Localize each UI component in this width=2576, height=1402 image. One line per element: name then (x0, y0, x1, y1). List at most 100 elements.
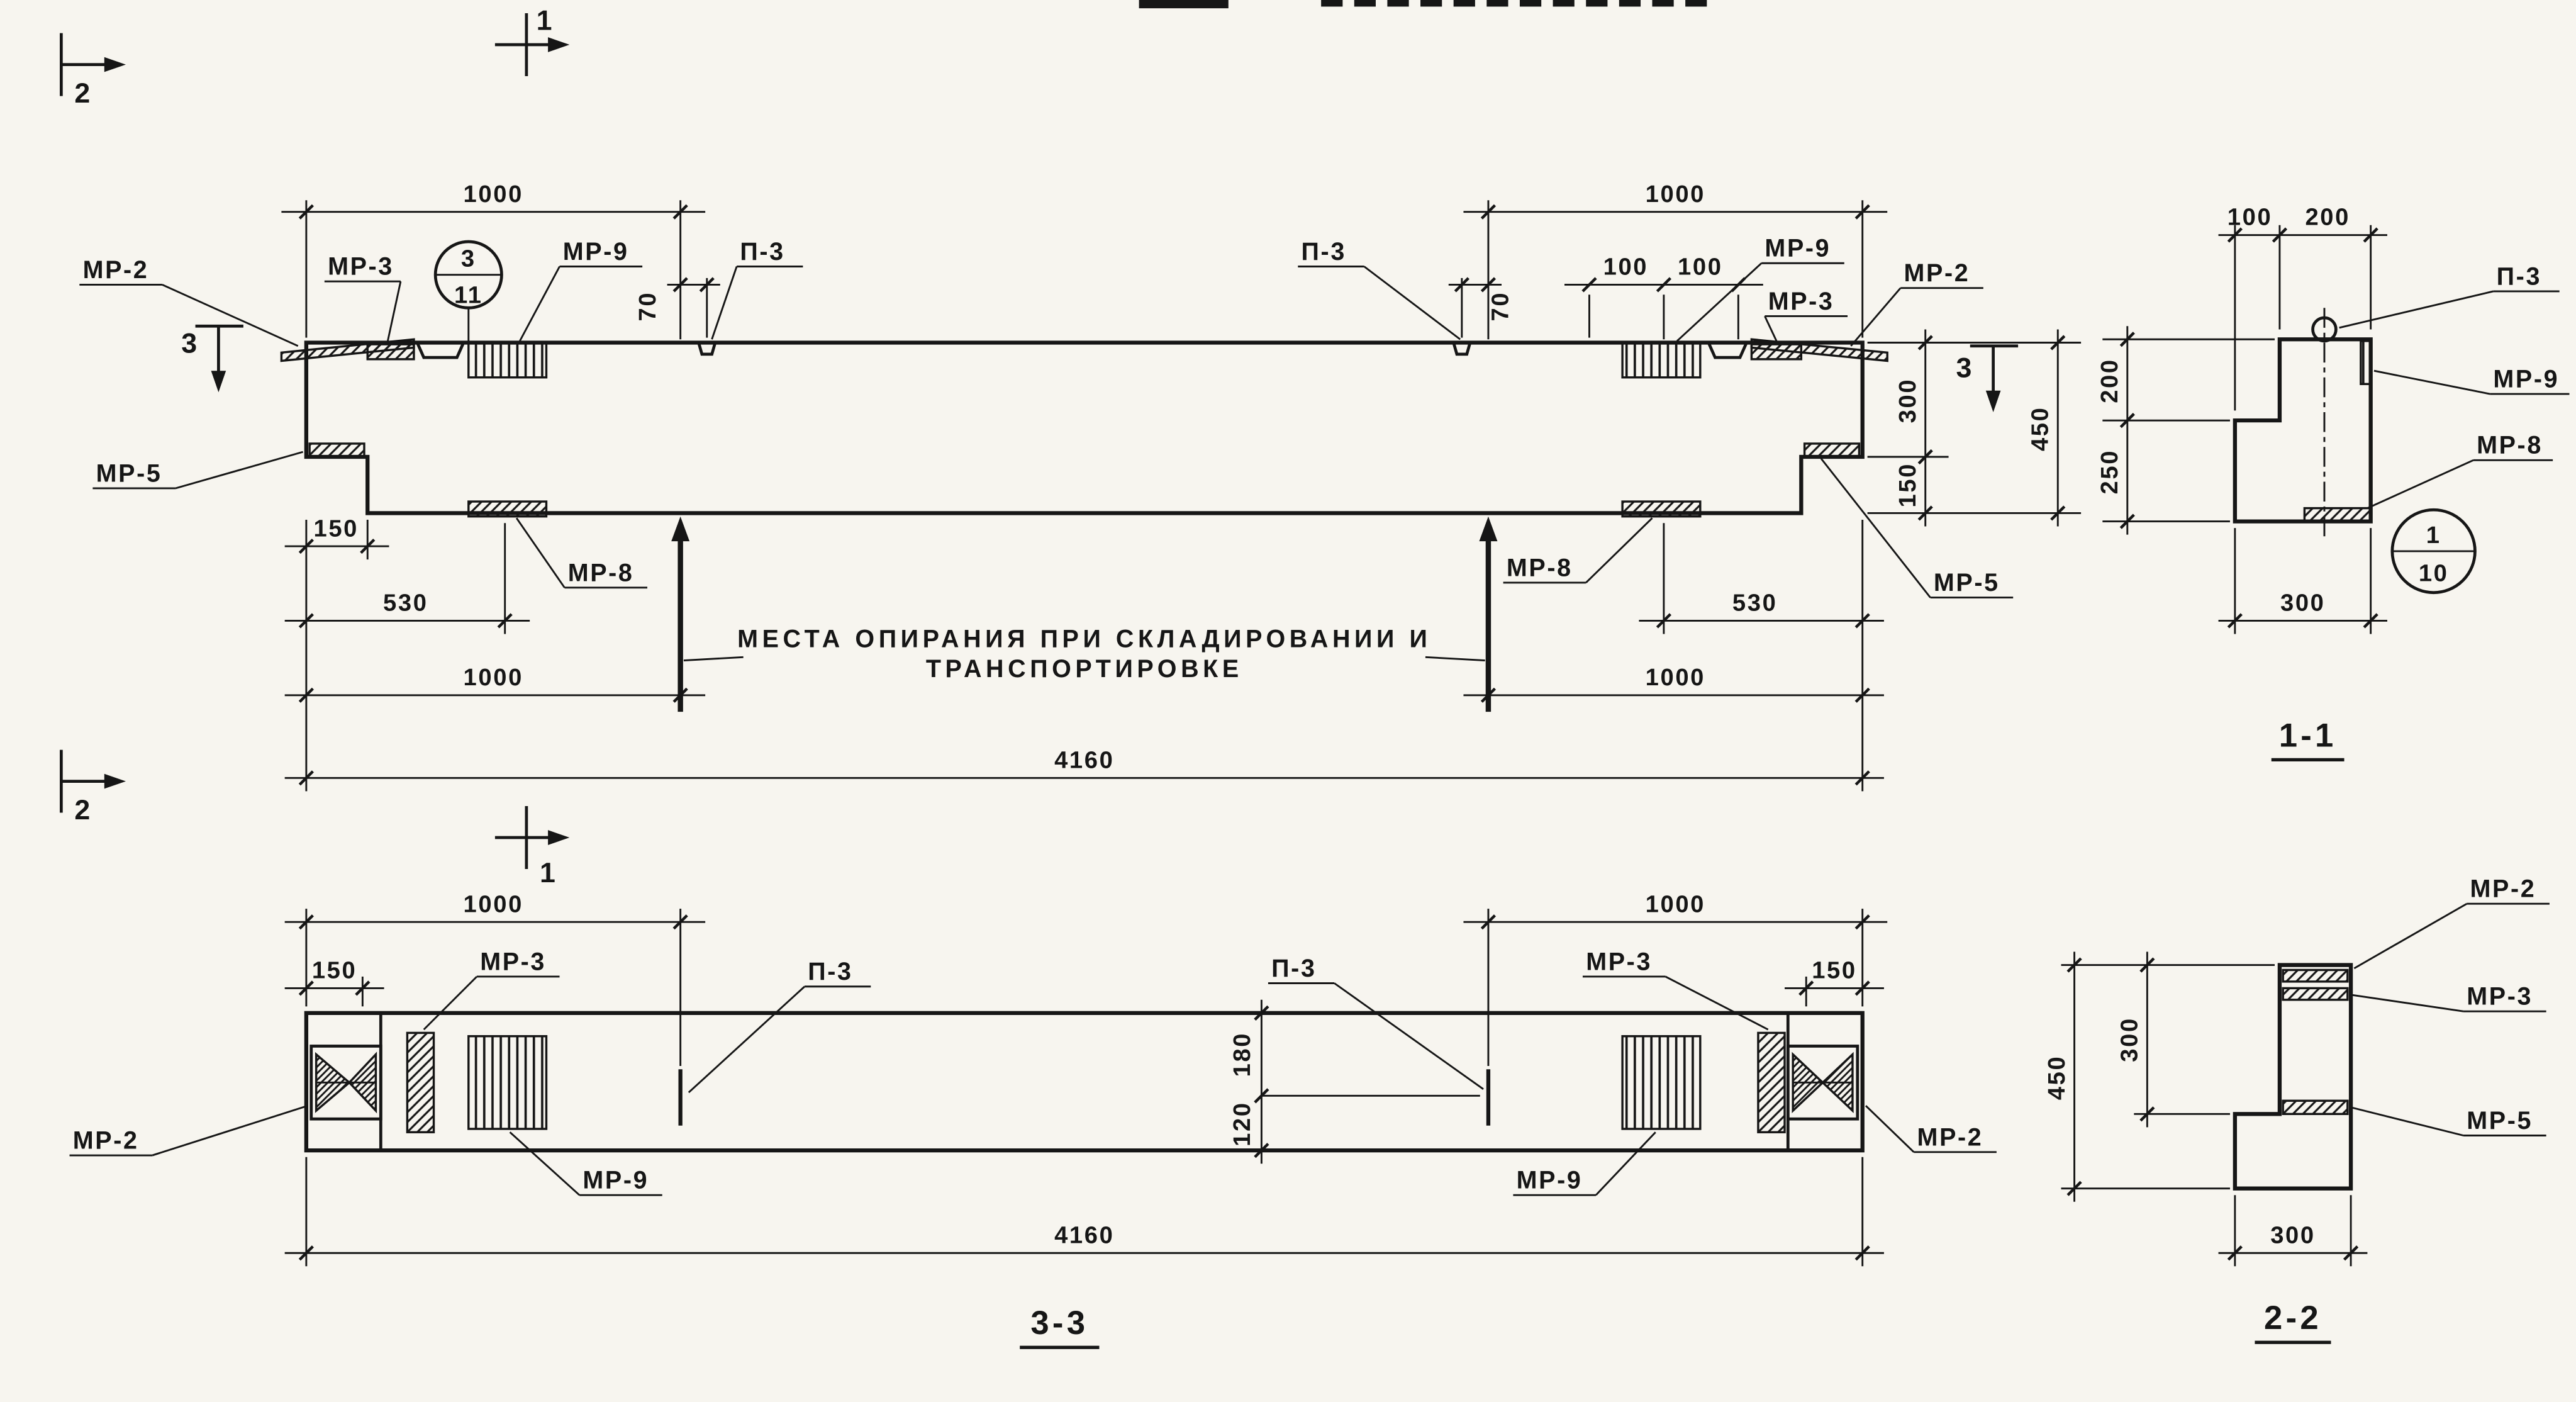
plan-dimensions: 1000 1000 150 150 180 120 4160 (284, 890, 1888, 1267)
plan-callouts: МР-3 П-3 П-3 МР-3 МР-2 МР-9 (69, 948, 1997, 1196)
mr8-strip-right (1621, 500, 1702, 518)
callout-mr2-right: МР-2 (1850, 259, 1983, 347)
mr8-strip (2303, 507, 2372, 523)
section-1-1-view: 100 200 200 250 300 П-3 МР-9 (2096, 204, 2570, 762)
plan-outline (304, 1011, 1865, 1153)
top-notch-right (1707, 342, 1748, 359)
cut-marker-1-top: 1 (494, 5, 570, 77)
callout-text: МР-5 (1934, 569, 2000, 597)
callout-text: МР-3 (2467, 983, 2533, 1011)
view-title-2-2: 2-2 (2264, 1299, 2322, 1337)
mr2-anchor-right (1786, 1045, 1860, 1121)
callout-mr2-left: МР-2 (79, 256, 299, 347)
dim-150-right: 150 (1894, 463, 1921, 508)
callout-text: МР-3 (1586, 948, 1652, 975)
arrow-down-icon (1985, 390, 2001, 412)
callout-mr9-left: МР-9 (509, 1131, 662, 1196)
callout-text: МР-5 (2467, 1107, 2533, 1135)
mr3-strip-left (406, 1031, 435, 1133)
dim-1000-plan-right: 1000 (1646, 890, 1705, 917)
detail-number: 3 (461, 245, 476, 272)
callout-text: П-3 (1302, 238, 1346, 266)
dim-300-bottom: 300 (2280, 590, 2326, 617)
cut-marker-1-bottom: 1 (494, 806, 570, 889)
support-arrow-right (1479, 516, 1498, 712)
callout-mr3-left: МР-3 (423, 948, 560, 1031)
callout-text: МР-3 (480, 948, 546, 975)
mr5-strip (2282, 1099, 2349, 1116)
callout-text: МР-2 (2470, 875, 2536, 903)
dim-100-top: 100 (2228, 204, 2273, 231)
callout-text: МР-8 (1507, 554, 1573, 581)
callout-mr2-left: МР-2 (69, 1104, 308, 1157)
section-2-2-title: 2-2 (2255, 1299, 2331, 1344)
callout-text: МР-3 (1768, 288, 1834, 315)
section-1-1-callouts: П-3 МР-9 МР-8 (2339, 262, 2570, 509)
dim-4160-plan: 4160 (1054, 1221, 1114, 1248)
callout-text: МР-9 (2493, 366, 2559, 393)
dim-150-bottom-left: 150 (313, 515, 359, 542)
callout-mr3-right: МР-3 (1764, 288, 1848, 345)
callout-mr3-left: МР-3 (324, 253, 402, 343)
section-2-2-view: 450 300 300 МР-2 МР-3 МР-5 2-2 (2043, 875, 2550, 1344)
note-leader-left (683, 656, 744, 661)
section-1-1-dimensions: 100 200 200 250 300 (2096, 204, 2387, 634)
callout-mr9-left: МР-9 (519, 238, 643, 342)
storage-note: МЕСТА ОПИРАНИЯ ПРИ СКЛАДИРОВАНИИ И ТРАНС… (683, 625, 1485, 683)
callout-text: МР-2 (1904, 259, 1970, 287)
callout-text: МР-2 (73, 1127, 139, 1155)
view-title-3-3: 3-3 (1030, 1304, 1088, 1342)
mr3-strip-right (1750, 343, 1803, 361)
mr9-block-left (467, 1035, 548, 1130)
section-2-2-dimensions: 450 300 300 (2043, 951, 2368, 1267)
mr2-strip (2282, 968, 2349, 983)
p3-notch-right (1452, 342, 1472, 356)
section-cut-markers: 2 2 1 1 3 3 (60, 5, 2019, 889)
detail-circle-3-11: 3 11 (433, 240, 503, 341)
cut-marker-2-top: 2 (60, 33, 126, 109)
arrow-up-icon (671, 516, 690, 542)
callout-text: П-3 (808, 958, 852, 985)
mr3-strip (2282, 987, 2349, 1001)
section-2-2-outline (2233, 963, 2353, 1191)
callout-mr5-left: МР-5 (92, 451, 304, 490)
dim-180: 180 (1229, 1032, 1256, 1077)
arrow-up-icon (1479, 516, 1498, 542)
callout-p3-left: П-3 (711, 238, 803, 340)
dim-120: 120 (1229, 1101, 1256, 1147)
cropped-underline-short (1139, 0, 1229, 9)
mr9-strip (2360, 340, 2372, 385)
dim-300-right: 300 (1894, 378, 1921, 423)
callout-text: МР-9 (1517, 1167, 1583, 1194)
arrow-down-icon (211, 371, 226, 393)
cut-label-1: 1 (537, 5, 554, 36)
callout-mr5: МР-5 (2350, 1106, 2546, 1136)
callout-mr3-right: МР-3 (1582, 948, 1769, 1031)
dim-1000-bot-left: 1000 (464, 664, 523, 691)
detail-sheet: 11 (454, 281, 483, 308)
mr9-block-right (1621, 341, 1702, 379)
dim-1000-top-left: 1000 (464, 181, 523, 208)
cut-label-2: 2 (74, 795, 92, 826)
callout-mr9-right: МР-9 (1513, 1131, 1656, 1196)
mr3-strip-right (1757, 1031, 1786, 1133)
callout-p3: П-3 (2339, 262, 2560, 329)
callout-text: МР-2 (83, 256, 149, 284)
plan-view-title: 3-3 (1020, 1304, 1100, 1349)
arrow-right-icon (548, 37, 570, 52)
note-line-2: ТРАНСПОРТИРОВКЕ (926, 655, 1243, 683)
callout-mr5-right: МР-5 (1820, 457, 2014, 599)
cut-label-1: 1 (540, 858, 557, 889)
callout-text: МР-9 (1765, 235, 1831, 262)
mr5-plate-right (1803, 442, 1861, 458)
callout-text: МР-3 (328, 253, 394, 281)
cut-label-3: 3 (1956, 353, 1974, 384)
callout-mr9: МР-9 (2373, 366, 2570, 395)
view-title-1-1: 1-1 (2279, 717, 2337, 754)
dim-100-a: 100 (1603, 254, 1649, 281)
callout-mr8-right: МР-8 (1503, 517, 1653, 584)
support-arrow-left (671, 516, 690, 712)
callout-text: МР-9 (563, 238, 629, 266)
